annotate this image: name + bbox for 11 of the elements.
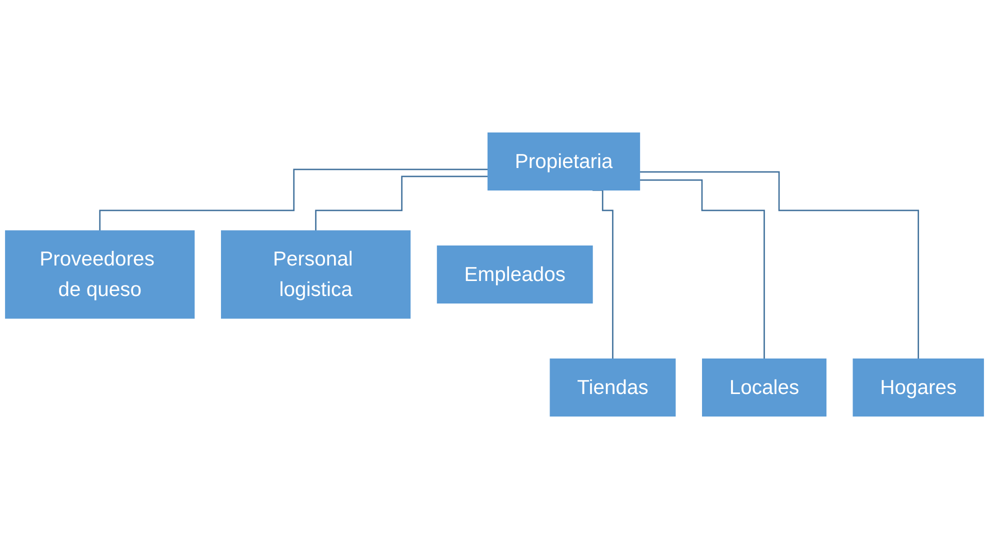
- node-box: [220, 230, 411, 319]
- connector: [640, 171, 920, 360]
- connector: [99, 168, 488, 232]
- node-box: [702, 358, 826, 417]
- connector: [640, 179, 765, 360]
- node-box: [488, 132, 640, 190]
- node-box: [5, 230, 195, 319]
- node-box: [852, 358, 984, 417]
- node-box: [550, 358, 676, 417]
- connector: [315, 176, 488, 232]
- node-box: [436, 245, 593, 304]
